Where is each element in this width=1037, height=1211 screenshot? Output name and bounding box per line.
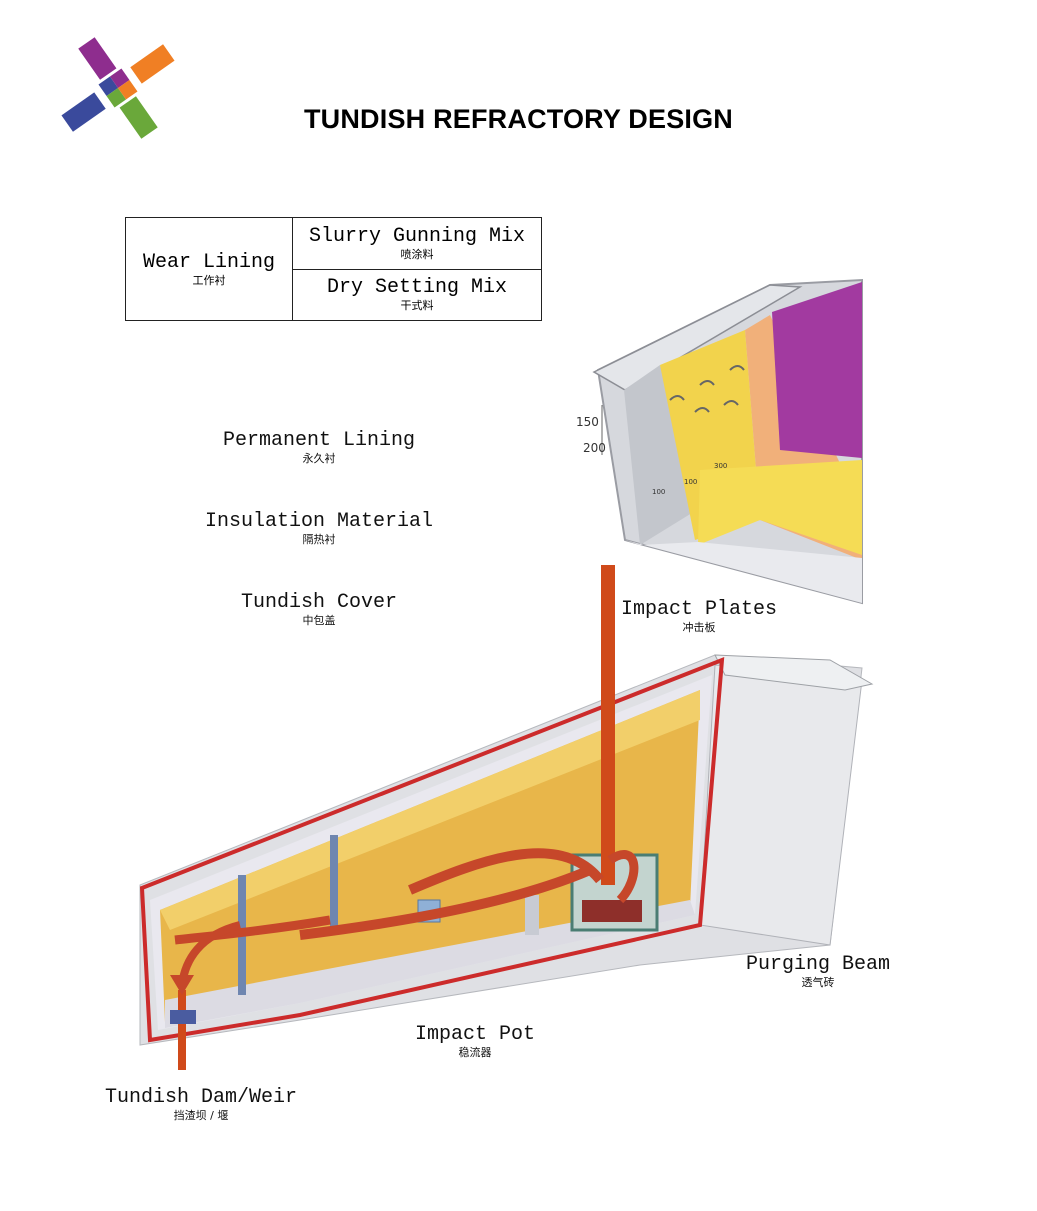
- tundish-steel-surface: [160, 690, 700, 930]
- tundish-cover-label: Tundish Cover 中包盖: [220, 592, 418, 628]
- slurry-gunning-label: Slurry Gunning Mix: [308, 224, 526, 248]
- detail-anchor-4: [694, 407, 710, 413]
- logo-green-piece: [119, 96, 158, 139]
- detail-dim-300: 300: [714, 462, 727, 470]
- detail-anchor-3: [729, 365, 745, 371]
- logo-orange-piece: [130, 44, 175, 84]
- detail-dim-200: 200: [583, 441, 606, 455]
- wear-lining-table: Wear Lining 工作衬 Slurry Gunning Mix 喷涂料 D…: [125, 217, 542, 321]
- detail-cutaway: 150 200 100 100 300: [576, 278, 863, 605]
- impact-pot-label: Impact Pot 稳流器: [400, 1024, 550, 1060]
- tundish-cover-en: Tundish Cover: [240, 591, 398, 614]
- purging-beam-label: Purging Beam 透气砖: [738, 954, 898, 990]
- detail-cover-purple: [772, 282, 862, 458]
- tundish-dam-2: [525, 895, 539, 935]
- tundish-illustration: [139, 565, 874, 1070]
- logo-purple-piece: [78, 37, 117, 80]
- flow-arrow-1: [408, 848, 604, 895]
- ladle-stream: [601, 565, 615, 885]
- flow-arrow-head: [170, 975, 194, 995]
- wear-lining-label: Wear Lining: [142, 250, 276, 274]
- impact-plate: [582, 900, 642, 922]
- page-title: TUNDISH REFRACTORY DESIGN: [303, 104, 734, 134]
- outlet-stream: [178, 990, 186, 1070]
- detail-dim-150: 150: [576, 415, 599, 429]
- detail-dim-100b: 100: [684, 478, 697, 486]
- detail-anchor-1: [669, 395, 685, 401]
- detail-anchor-2: [699, 380, 715, 386]
- permanent-lining-zh: 永久衬: [302, 452, 336, 465]
- logo-blue-piece: [61, 92, 106, 132]
- detail-rim-top: [592, 284, 803, 391]
- detail-anchor-5: [723, 400, 739, 406]
- dry-setting-cell: Dry Setting Mix 干式料: [292, 268, 542, 321]
- impact-pot-zh: 稳流器: [458, 1046, 492, 1059]
- insulation-material-zh: 隔热衬: [302, 533, 336, 546]
- detail-dim-100a: 100: [652, 488, 665, 496]
- tundish-dam-weir-en: Tundish Dam/Weir: [104, 1086, 298, 1109]
- tundish-dam-weir-zh: 挡渣坝 / 堰: [173, 1109, 229, 1122]
- outlet-nozzle: [170, 1010, 196, 1024]
- purging-beam-en: Purging Beam: [745, 953, 891, 976]
- logo-center-purple: [109, 68, 130, 88]
- detail-yellow-floor: [698, 460, 862, 555]
- impact-plates-label: Impact Plates 冲击板: [610, 599, 788, 635]
- impact-plates-zh: 冲击板: [682, 621, 716, 634]
- logo-center-green: [106, 88, 127, 108]
- tundish-dam-1: [330, 835, 338, 935]
- slurry-gunning-label-zh: 喷涂料: [400, 247, 434, 261]
- tundish-top-flange: [714, 654, 874, 691]
- impact-plates-en: Impact Plates: [620, 598, 778, 621]
- flow-arrow-5: [607, 850, 639, 904]
- slurry-gunning-cell: Slurry Gunning Mix 喷涂料: [292, 217, 542, 270]
- insulation-material-en: Insulation Material: [204, 510, 434, 533]
- detail-floor-steel: [625, 540, 862, 603]
- wear-lining-cell: Wear Lining 工作衬: [125, 217, 293, 321]
- wear-lining-label-zh: 工作衬: [192, 273, 226, 287]
- detail-inner-wall: [624, 365, 700, 545]
- tundish-red-shell-line: [139, 656, 725, 1043]
- flow-arrow-3: [174, 915, 331, 945]
- tundish-end-face: [699, 664, 863, 946]
- impact-pot-en: Impact Pot: [414, 1023, 536, 1046]
- dry-setting-label-zh: 干式料: [400, 299, 434, 313]
- logo-center-orange: [118, 79, 138, 100]
- tundish-floor-lining: [165, 900, 695, 1028]
- tundish-cover-zh: 中包盖: [302, 614, 336, 627]
- logo-center-blue: [98, 76, 118, 97]
- purging-beam-zh: 透气砖: [801, 976, 835, 989]
- tundish-dam-weir-label: Tundish Dam/Weir 挡渣坝 / 堰: [96, 1087, 306, 1123]
- dry-setting-label: Dry Setting Mix: [326, 276, 508, 300]
- permanent-lining-en: Permanent Lining: [222, 429, 416, 452]
- insulation-material-label: Insulation Material 隔热衬: [190, 511, 448, 547]
- permanent-lining-label: Permanent Lining 永久衬: [200, 430, 438, 466]
- flow-arrow-2: [299, 865, 592, 940]
